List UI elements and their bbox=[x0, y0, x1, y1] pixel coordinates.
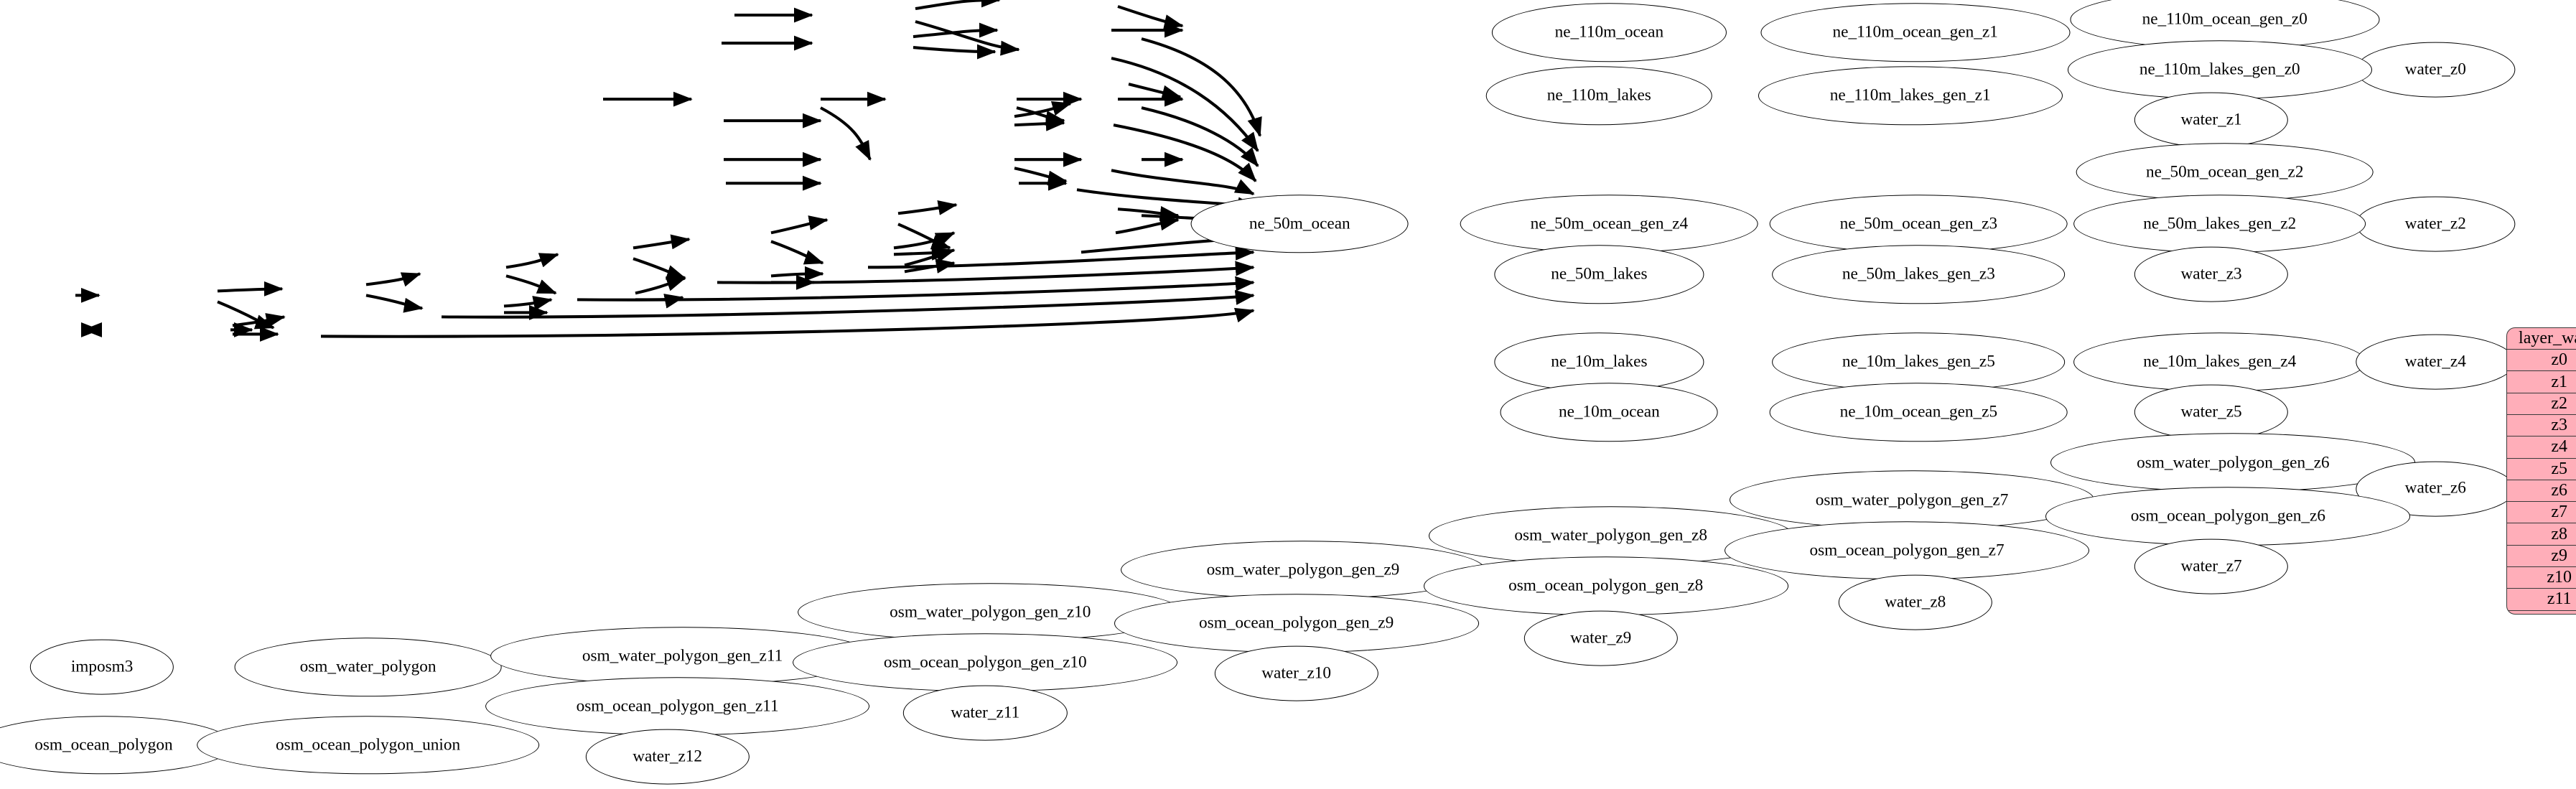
node-label: osm_water_polygon_gen_z8 bbox=[1514, 526, 1707, 545]
node-label: ne_110m_ocean_gen_z0 bbox=[2142, 9, 2307, 29]
node-label: water_z0 bbox=[2404, 60, 2466, 79]
graph-node-osm-ocean-polygon-gen-z8[interactable]: osm_ocean_polygon_gen_z8 bbox=[1423, 556, 1788, 616]
node-label: ne_50m_ocean_gen_z2 bbox=[2145, 162, 2304, 182]
node-label: water_z4 bbox=[2404, 352, 2466, 371]
node-label: osm_water_polygon_gen_z7 bbox=[1815, 490, 2009, 509]
node-label: osm_ocean_polygon_gen_z10 bbox=[883, 652, 1087, 671]
node-label: osm_water_polygon bbox=[299, 657, 437, 676]
node-label: ne_50m_lakes bbox=[1551, 264, 1648, 284]
node-label: ne_50m_lakes_gen_z2 bbox=[2143, 214, 2297, 233]
node-label: ne_50m_ocean_gen_z3 bbox=[1839, 214, 1998, 233]
graph-node-ne-50m-lakes[interactable]: ne_50m_lakes bbox=[1494, 245, 1704, 304]
graph-node-water-z10[interactable]: water_z10 bbox=[1214, 646, 1378, 701]
graph-node-ne-110m-ocean-gen-z1[interactable]: ne_110m_ocean_gen_z1 bbox=[1760, 3, 2071, 62]
graph-node-ne-50m-lakes-gen-z3[interactable]: ne_50m_lakes_gen_z3 bbox=[1772, 245, 2066, 304]
graph-node-osm-water-polygon[interactable]: osm_water_polygon bbox=[234, 638, 502, 697]
node-label: imposm3 bbox=[70, 657, 134, 676]
graph-node-water-z2[interactable]: water_z2 bbox=[2356, 196, 2515, 252]
graph-node-water-z3[interactable]: water_z3 bbox=[2134, 246, 2289, 302]
node-label: water_z7 bbox=[2180, 556, 2242, 576]
node-label: water_z9 bbox=[1570, 628, 1632, 648]
legend-layer-water[interactable]: layer_waterz0z1z2z3z4z5z6z7z8z9z10z11z12… bbox=[2506, 327, 2576, 615]
node-label: water_z10 bbox=[1261, 663, 1332, 683]
graph-node-ne-50m-ocean[interactable]: ne_50m_ocean bbox=[1190, 195, 1409, 253]
graph-node-water-z8[interactable]: water_z8 bbox=[1838, 574, 1992, 630]
node-label: osm_ocean_polygon_union bbox=[276, 735, 461, 755]
graph-node-osm-ocean-polygon-gen-z10[interactable]: osm_ocean_polygon_gen_z10 bbox=[793, 632, 1178, 692]
node-label: osm_water_polygon_gen_z9 bbox=[1206, 560, 1400, 579]
legend-row-z7[interactable]: z7 bbox=[2506, 502, 2576, 524]
graph-node-ne-50m-ocean-gen-z2[interactable]: ne_50m_ocean_gen_z2 bbox=[2076, 142, 2374, 202]
graph-node-ne-10m-ocean-gen-z5[interactable]: ne_10m_ocean_gen_z5 bbox=[1770, 383, 2068, 442]
node-label: osm_ocean_polygon bbox=[34, 735, 173, 755]
node-label: water_z8 bbox=[1885, 592, 1946, 612]
node-label: water_z1 bbox=[2180, 110, 2242, 129]
legend-row-z12plus[interactable]: z12+ bbox=[2507, 611, 2576, 614]
legend-row-z2[interactable]: z2 bbox=[2506, 393, 2576, 415]
node-label: osm_water_polygon_gen_z10 bbox=[890, 602, 1091, 621]
legend-row-z9[interactable]: z9 bbox=[2506, 546, 2576, 568]
graph-node-ne-10m-lakes[interactable]: ne_10m_lakes bbox=[1494, 332, 1704, 391]
graph-node-water-z1[interactable]: water_z1 bbox=[2134, 92, 2289, 148]
node-label: osm_ocean_polygon_gen_z11 bbox=[576, 696, 779, 716]
node-label: ne_10m_ocean bbox=[1558, 402, 1660, 421]
legend-row-z11[interactable]: z11 bbox=[2506, 589, 2576, 611]
legend-row-z1[interactable]: z1 bbox=[2506, 371, 2576, 393]
graph-node-ne-110m-lakes[interactable]: ne_110m_lakes bbox=[1486, 66, 1712, 126]
node-label: ne_50m_ocean bbox=[1249, 214, 1350, 233]
node-label: ne_110m_lakes_gen_z0 bbox=[2139, 60, 2300, 79]
graph-node-ne-110m-lakes-gen-z0[interactable]: ne_110m_lakes_gen_z0 bbox=[2067, 40, 2372, 99]
graph-node-ne-10m-ocean[interactable]: ne_10m_ocean bbox=[1500, 383, 1718, 442]
graph-node-osm-ocean-polygon-gen-z6[interactable]: osm_ocean_polygon_gen_z6 bbox=[2045, 487, 2411, 546]
graph-node-water-z0[interactable]: water_z0 bbox=[2356, 42, 2515, 98]
node-label: osm_ocean_polygon_gen_z8 bbox=[1508, 576, 1704, 595]
node-label: osm_ocean_polygon_gen_z9 bbox=[1199, 613, 1394, 632]
graph-node-water-z7[interactable]: water_z7 bbox=[2134, 538, 2289, 594]
node-label: ne_110m_ocean_gen_z1 bbox=[1832, 22, 1998, 42]
node-label: water_z3 bbox=[2180, 264, 2242, 284]
graph-node-osm-ocean-polygon-gen-z11[interactable]: osm_ocean_polygon_gen_z11 bbox=[485, 676, 870, 736]
graph-node-ne-110m-lakes-gen-z1[interactable]: ne_110m_lakes_gen_z1 bbox=[1758, 66, 2063, 126]
node-label: ne_110m_lakes_gen_z1 bbox=[1829, 85, 1991, 105]
graph-node-ne-110m-ocean[interactable]: ne_110m_ocean bbox=[1492, 3, 1727, 62]
node-label: ne_10m_ocean_gen_z5 bbox=[1839, 402, 1998, 421]
legend-row-z3[interactable]: z3 bbox=[2506, 415, 2576, 437]
node-label: osm_water_polygon_gen_z11 bbox=[582, 645, 783, 665]
legend-row-z4[interactable]: z4 bbox=[2506, 436, 2576, 459]
graph-node-water-z11[interactable]: water_z11 bbox=[903, 685, 1068, 741]
legend-row-z6[interactable]: z6 bbox=[2506, 480, 2576, 503]
graph-node-ne-50m-lakes-gen-z2[interactable]: ne_50m_lakes_gen_z2 bbox=[2073, 195, 2366, 253]
graph-node-osm-ocean-polygon-gen-z7[interactable]: osm_ocean_polygon_gen_z7 bbox=[1725, 520, 2089, 580]
graph-node-imposm3[interactable]: imposm3 bbox=[29, 639, 174, 695]
graph-node-ne-50m-ocean-gen-z4[interactable]: ne_50m_ocean_gen_z4 bbox=[1460, 195, 1758, 253]
graph-node-osm-ocean-polygon-gen-z9[interactable]: osm_ocean_polygon_gen_z9 bbox=[1114, 594, 1479, 653]
node-label: ne_50m_ocean_gen_z4 bbox=[1530, 214, 1689, 233]
node-label: water_z11 bbox=[951, 703, 1020, 722]
graph-node-water-z5[interactable]: water_z5 bbox=[2134, 384, 2289, 440]
node-label: water_z2 bbox=[2404, 214, 2466, 233]
legend-row-z10[interactable]: z10 bbox=[2506, 567, 2576, 589]
legend-title: layer_water bbox=[2506, 328, 2576, 350]
graph-node-osm-ocean-polygon-union[interactable]: osm_ocean_polygon_union bbox=[196, 716, 540, 775]
node-label: water_z6 bbox=[2404, 479, 2466, 498]
legend-row-z8[interactable]: z8 bbox=[2506, 523, 2576, 546]
node-label: ne_10m_lakes_gen_z5 bbox=[1842, 352, 1995, 371]
node-label: osm_water_polygon_gen_z6 bbox=[2137, 452, 2330, 472]
legend-row-z0[interactable]: z0 bbox=[2506, 350, 2576, 372]
graph-node-water-z9[interactable]: water_z9 bbox=[1523, 610, 1678, 666]
node-label: water_z5 bbox=[2180, 402, 2242, 421]
node-label: ne_10m_lakes_gen_z4 bbox=[2143, 352, 2297, 371]
node-label: ne_10m_lakes bbox=[1551, 352, 1648, 371]
graph-node-water-z4[interactable]: water_z4 bbox=[2356, 334, 2515, 390]
node-label: ne_110m_lakes bbox=[1546, 85, 1651, 105]
node-label: ne_50m_lakes_gen_z3 bbox=[1842, 264, 1995, 284]
node-label: water_z12 bbox=[633, 747, 703, 766]
graph-node-ne-10m-lakes-gen-z4[interactable]: ne_10m_lakes_gen_z4 bbox=[2073, 332, 2366, 391]
graph-node-water-z12[interactable]: water_z12 bbox=[585, 729, 750, 785]
legend-row-z5[interactable]: z5 bbox=[2506, 459, 2576, 480]
node-label: osm_ocean_polygon_gen_z6 bbox=[2130, 506, 2325, 526]
node-label: osm_ocean_polygon_gen_z7 bbox=[1809, 540, 2005, 559]
node-label: ne_110m_ocean bbox=[1554, 22, 1664, 42]
